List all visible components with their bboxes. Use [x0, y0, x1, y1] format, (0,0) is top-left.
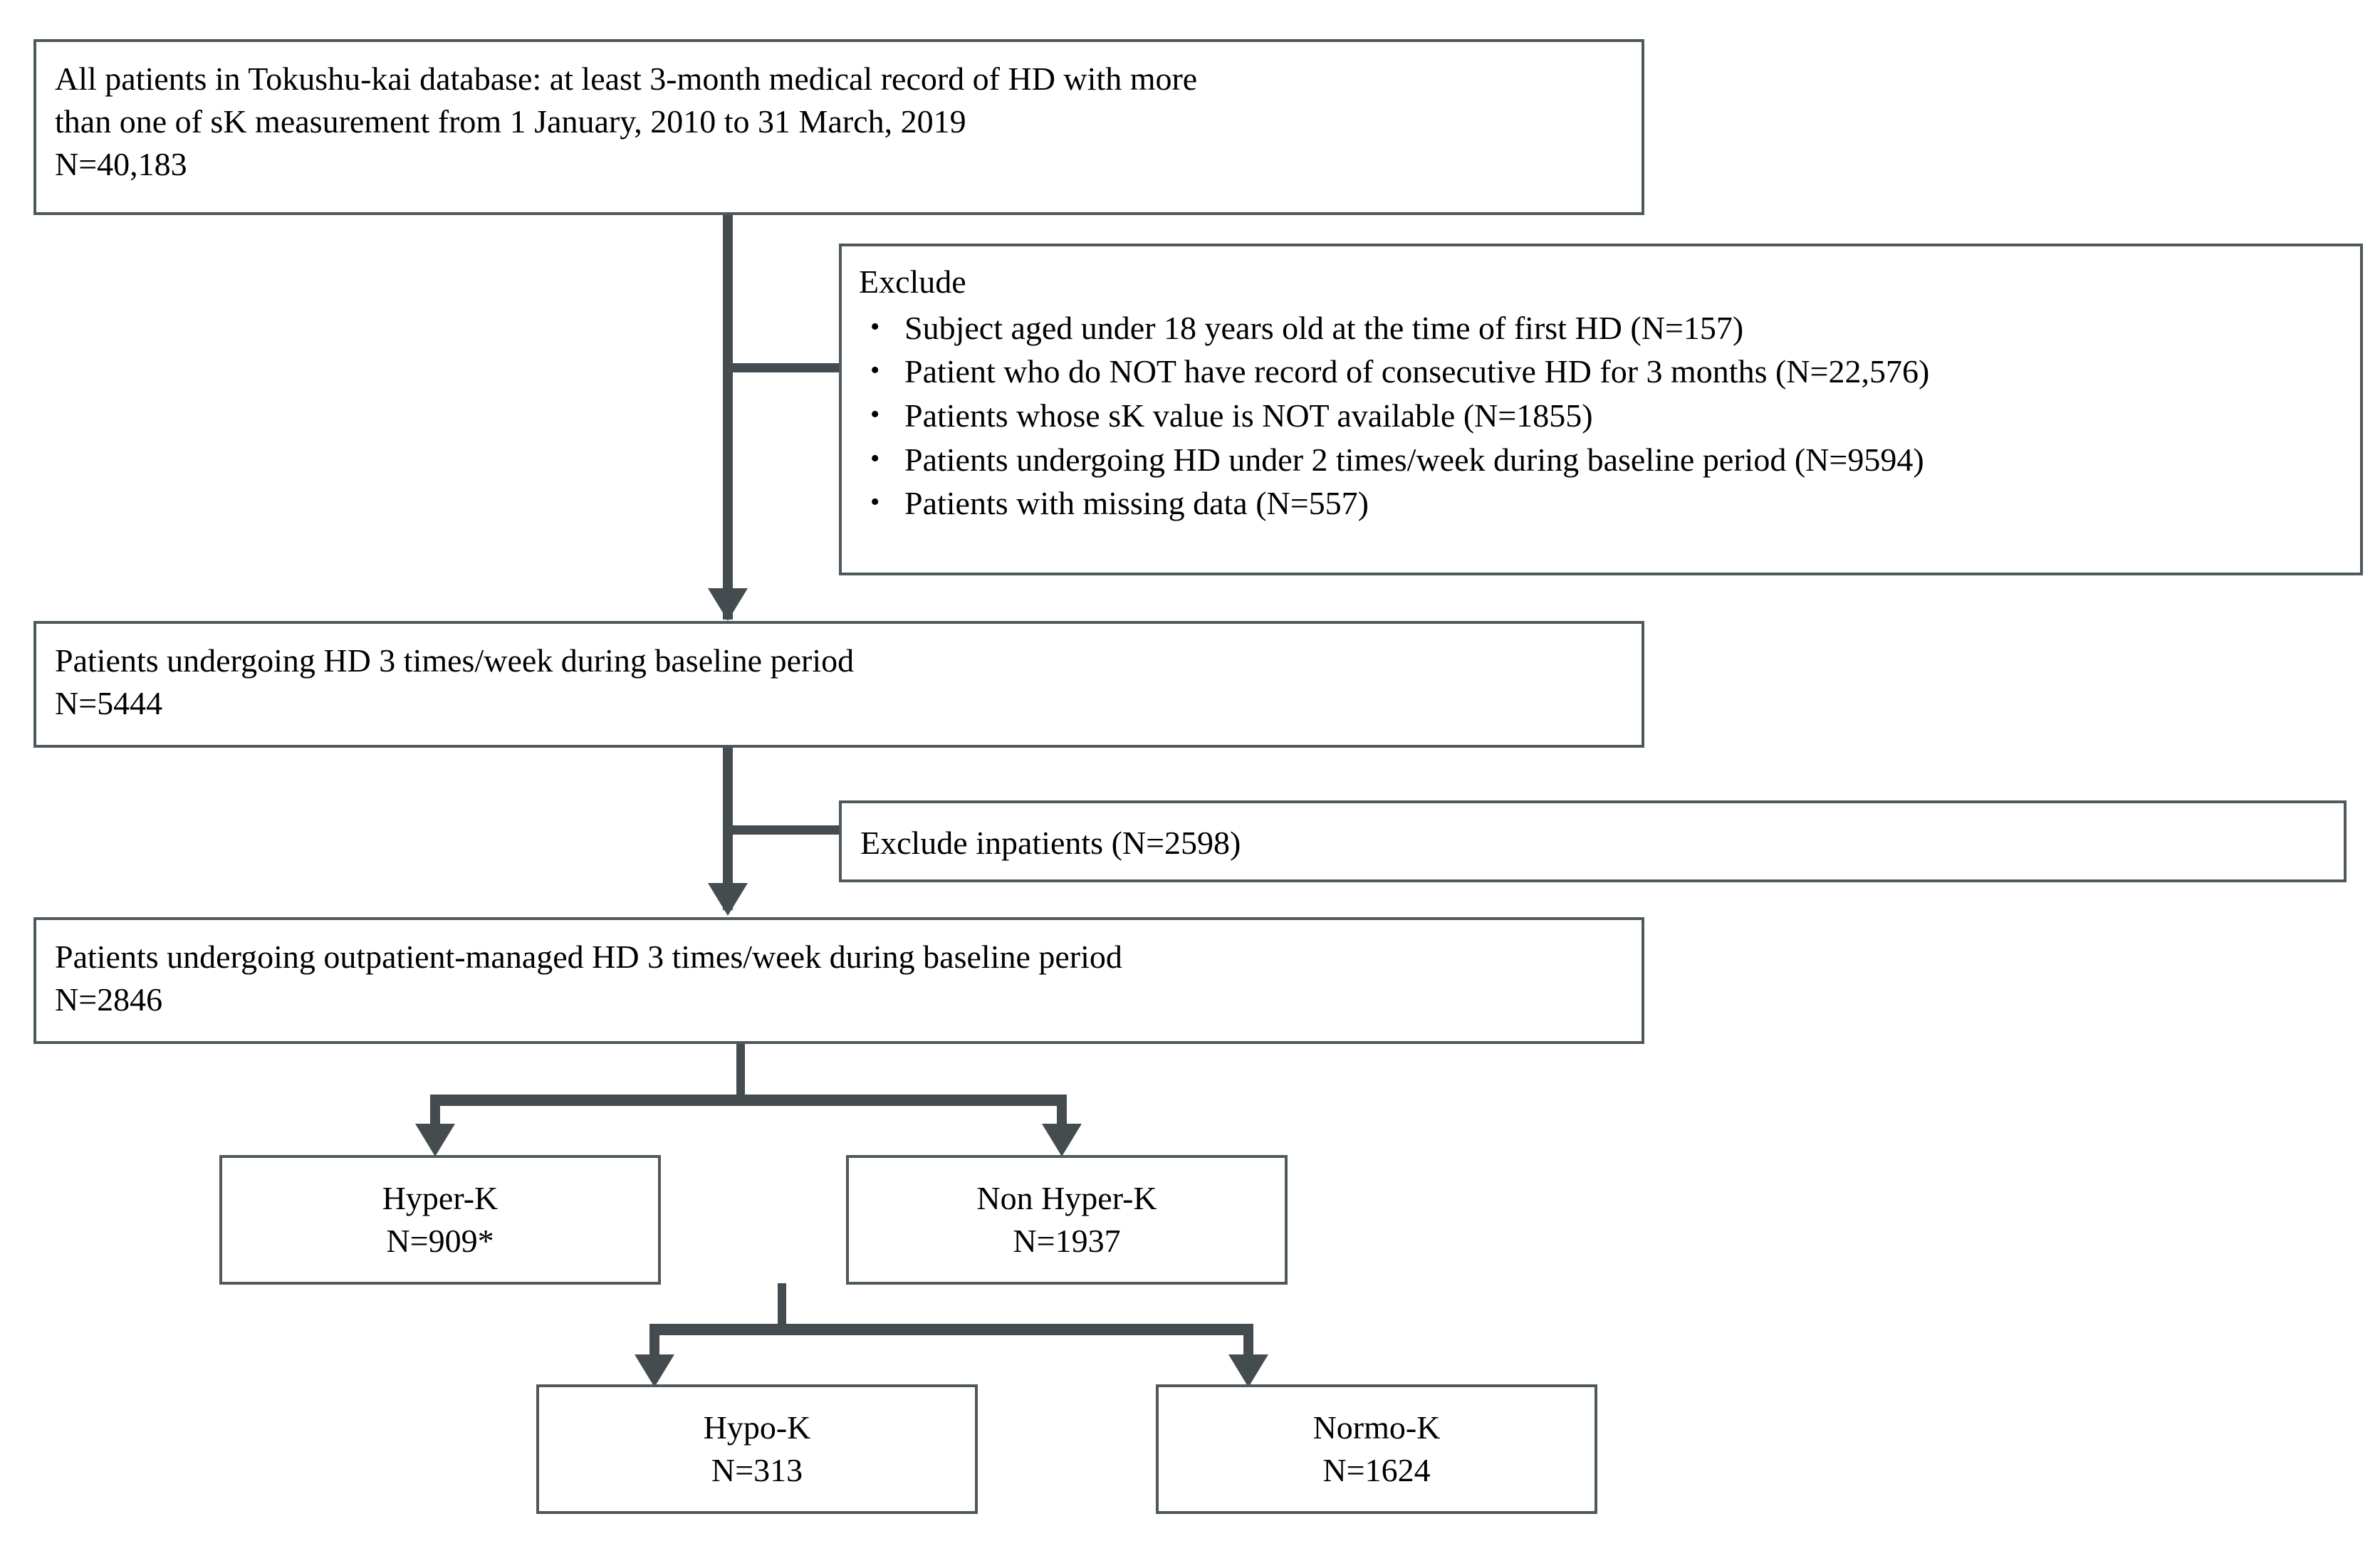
bullet-icon: •	[870, 399, 880, 430]
exclude-criteria-list: • Subject aged under 18 years old at the…	[859, 306, 2343, 526]
node-exclude-inpatients: Exclude inpatients (N=2598)	[839, 800, 2347, 882]
exclude-item: • Patients undergoing HD under 2 times/w…	[859, 438, 2343, 482]
arrowhead-to-non-hyper-k	[1042, 1124, 1082, 1156]
connector-split2-left-drop	[649, 1324, 659, 1362]
connector-to-exclude-2	[723, 825, 841, 835]
connector-split1-bar	[430, 1095, 1067, 1106]
node-all-patients: All patients in Tokushu-kai database: at…	[33, 39, 1644, 215]
connector-split2-stem	[778, 1283, 786, 1330]
bullet-icon: •	[870, 355, 880, 386]
outpatient-hd-line-1: Patients undergoing outpatient-managed H…	[55, 939, 1122, 975]
hypo-k-count: N=313	[711, 1452, 803, 1488]
hyper-k-label: Hyper-K	[382, 1180, 499, 1217]
normo-k-count: N=1624	[1322, 1452, 1431, 1488]
exclude-item-text: Patients with missing data (N=557)	[904, 485, 1369, 522]
node-hd-3x-week: Patients undergoing HD 3 times/week duri…	[33, 621, 1644, 748]
exclude-item-text: Subject aged under 18 years old at the t…	[904, 309, 1744, 346]
non-hyper-k-label: Non Hyper-K	[976, 1180, 1157, 1217]
hypo-k-label: Hypo-K	[703, 1409, 811, 1446]
node-non-hyper-k: Non Hyper-K N=1937	[846, 1155, 1288, 1285]
exclude-inpatients-text: Exclude inpatients (N=2598)	[860, 825, 1241, 861]
exclude-item-text: Patients undergoing HD under 2 times/wee…	[904, 441, 1924, 478]
node-outpatient-hd-content: Patients undergoing outpatient-managed H…	[36, 920, 1642, 1041]
hyper-k-count: N=909*	[386, 1223, 494, 1259]
arrowhead-to-normo-k	[1228, 1354, 1268, 1387]
bullet-icon: •	[870, 311, 880, 342]
all-patients-line-2: than one of sK measurement from 1 Januar…	[55, 103, 966, 140]
exclude-item: • Patients with missing data (N=557)	[859, 481, 2343, 526]
all-patients-count: N=40,183	[55, 145, 187, 182]
connector-split2-right-drop	[1243, 1324, 1253, 1362]
all-patients-line-1: All patients in Tokushu-kai database: at…	[55, 61, 1198, 97]
hd-3x-week-count: N=5444	[55, 684, 163, 721]
bullet-icon: •	[870, 487, 880, 518]
non-hyper-k-count: N=1937	[1013, 1223, 1121, 1259]
node-hyper-k-content: Hyper-K N=909*	[222, 1158, 658, 1282]
exclude-item: • Subject aged under 18 years old at the…	[859, 306, 2343, 350]
connector-trunk-1	[723, 214, 733, 620]
connector-split1-left-drop	[430, 1095, 440, 1132]
node-hypo-k-content: Hypo-K N=313	[539, 1387, 975, 1511]
arrowhead-to-outpatient	[708, 883, 748, 916]
arrowhead-to-hyper-k	[415, 1124, 455, 1156]
exclude-item-text: Patient who do NOT have record of consec…	[904, 353, 1930, 390]
exclude-title: Exclude	[859, 263, 966, 300]
hd-3x-week-line-1: Patients undergoing HD 3 times/week duri…	[55, 642, 855, 679]
node-all-patients-content: All patients in Tokushu-kai database: at…	[36, 42, 1642, 212]
exclude-item: • Patient who do NOT have record of cons…	[859, 350, 2343, 394]
node-normo-k-content: Normo-K N=1624	[1159, 1387, 1595, 1511]
node-exclude-inpatients-content: Exclude inpatients (N=2598)	[842, 803, 2344, 879]
normo-k-label: Normo-K	[1312, 1409, 1441, 1446]
node-normo-k: Normo-K N=1624	[1156, 1384, 1597, 1514]
node-exclude-criteria: Exclude • Subject aged under 18 years ol…	[839, 244, 2363, 575]
exclude-item: • Patients whose sK value is NOT availab…	[859, 394, 2343, 438]
exclude-item-text: Patients whose sK value is NOT available…	[904, 397, 1593, 434]
outpatient-hd-count: N=2846	[55, 981, 163, 1018]
node-hypo-k: Hypo-K N=313	[536, 1384, 978, 1514]
connector-to-exclude-1	[723, 363, 841, 372]
connector-split1-stem	[736, 1043, 745, 1102]
arrowhead-to-hd3x	[708, 588, 748, 621]
node-outpatient-hd: Patients undergoing outpatient-managed H…	[33, 917, 1644, 1044]
connector-split2-bar	[649, 1324, 1253, 1335]
arrowhead-to-hypo-k	[635, 1354, 674, 1387]
bullet-icon: •	[870, 443, 880, 474]
connector-split1-right-drop	[1057, 1095, 1067, 1132]
node-non-hyper-k-content: Non Hyper-K N=1937	[849, 1158, 1285, 1282]
node-hyper-k: Hyper-K N=909*	[219, 1155, 661, 1285]
node-exclude-criteria-content: Exclude • Subject aged under 18 years ol…	[842, 246, 2360, 573]
node-hd-3x-week-content: Patients undergoing HD 3 times/week duri…	[36, 624, 1642, 745]
